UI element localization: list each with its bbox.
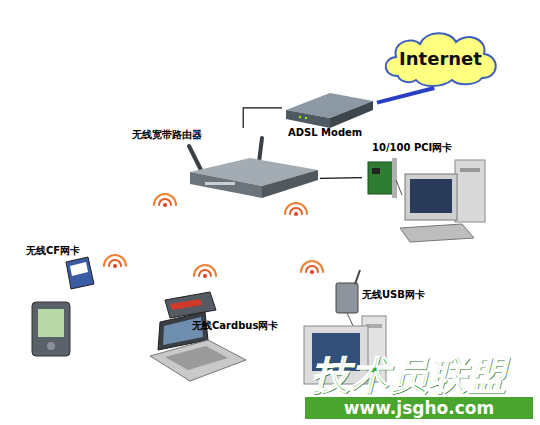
pci-card-and-pc (455, 160, 485, 222)
pci-card-and-pc (392, 158, 397, 198)
wireless-router-device (189, 146, 201, 170)
watermark-url: www.jsgho.com (305, 397, 533, 419)
pci-card-and-pc (460, 168, 480, 172)
pda-device: 无线CF网卡 (20, 243, 100, 358)
wireless-signal-symbols (194, 265, 216, 276)
device-label: ADSL Modem (288, 127, 362, 139)
adsl-modem-device (286, 110, 330, 128)
wireless-signal-symbols (154, 194, 176, 205)
wireless-router-device (259, 138, 262, 162)
pci-card-and-pc (400, 224, 474, 242)
desktop-pc: 10/100 PCI网卡 (362, 140, 494, 242)
wireless-router-device (262, 170, 318, 198)
wireless-signal-symbols (310, 270, 314, 274)
pda-with-cf-card (70, 262, 88, 276)
wireless-signal-symbols (113, 264, 117, 268)
desktop-with-usb-adapter (355, 270, 360, 284)
wireless-signal-symbols (285, 203, 307, 214)
wireless-router-device (189, 138, 318, 198)
wireless-signal-symbols (290, 208, 302, 214)
wireless-signal-symbols (154, 194, 176, 207)
pda-with-cf-card (38, 309, 64, 337)
device-label: 10/100 PCI网卡 (372, 142, 452, 154)
wireless-signal-symbols (301, 261, 323, 274)
wireless-signal-symbols (104, 255, 126, 268)
adsl-modem: ADSL Modem (282, 88, 377, 140)
pci-card-and-pc (396, 180, 402, 195)
wireless-signal-symbols (194, 265, 216, 278)
pci-card-and-pc (372, 168, 380, 174)
device-label: 无线USB网卡 (362, 289, 425, 301)
ethernet-cable (243, 108, 282, 128)
pda-with-cf-card (32, 302, 70, 356)
pci-card-and-pc (368, 158, 485, 242)
laptop-with-cardbus-card (170, 299, 202, 310)
adsl-modem-device (305, 117, 307, 119)
wireless-signal-symbols (203, 274, 207, 278)
wireless-signal-symbols (301, 261, 323, 272)
wireless-signal-symbols (294, 212, 298, 216)
pda-with-cf-card (32, 257, 94, 356)
pci-card-and-pc (368, 162, 396, 194)
phone-cable (377, 88, 434, 103)
internet-cloud: Internet (378, 28, 503, 88)
wireless-signal-symbols (306, 266, 318, 272)
device-label: 无线宽带路由器 (132, 129, 202, 141)
desktop-with-usb-adapter (336, 283, 358, 313)
pci-card-and-pc (410, 179, 452, 213)
pda-with-cf-card (47, 342, 55, 350)
watermark-text: 技术员联盟 (312, 350, 507, 401)
wireless-router-device (190, 172, 262, 198)
laptop-with-cardbus-card (165, 346, 228, 370)
laptop-with-cardbus-card (150, 292, 246, 381)
adsl-modem-device (330, 101, 373, 128)
ethernet-cable (320, 177, 362, 179)
wireless-signal-symbols (104, 255, 126, 266)
wireless-signal-symbols (163, 203, 167, 207)
wireless-router: 无线宽带路由器 (128, 128, 320, 200)
laptop-device: 无线Cardbus网卡 (148, 290, 285, 382)
wireless-signal-symbols (109, 260, 121, 266)
pda-with-cf-card (66, 257, 94, 289)
wireless-router-device (205, 182, 235, 185)
device-label: 无线Cardbus网卡 (192, 320, 278, 332)
wireless-signal-symbols (285, 203, 307, 216)
laptop-with-cardbus-card (165, 292, 216, 318)
laptop-with-cardbus-card (150, 340, 246, 381)
device-label: 无线CF网卡 (26, 245, 80, 257)
wireless-signal-symbols (199, 270, 211, 276)
pci-card-and-pc (405, 174, 457, 220)
adsl-modem-device (299, 116, 301, 118)
adsl-modem-device (286, 93, 373, 128)
wireless-signal-symbols (159, 199, 171, 205)
wireless-signal-symbols (104, 194, 323, 278)
cloud-label: Internet (378, 28, 503, 88)
